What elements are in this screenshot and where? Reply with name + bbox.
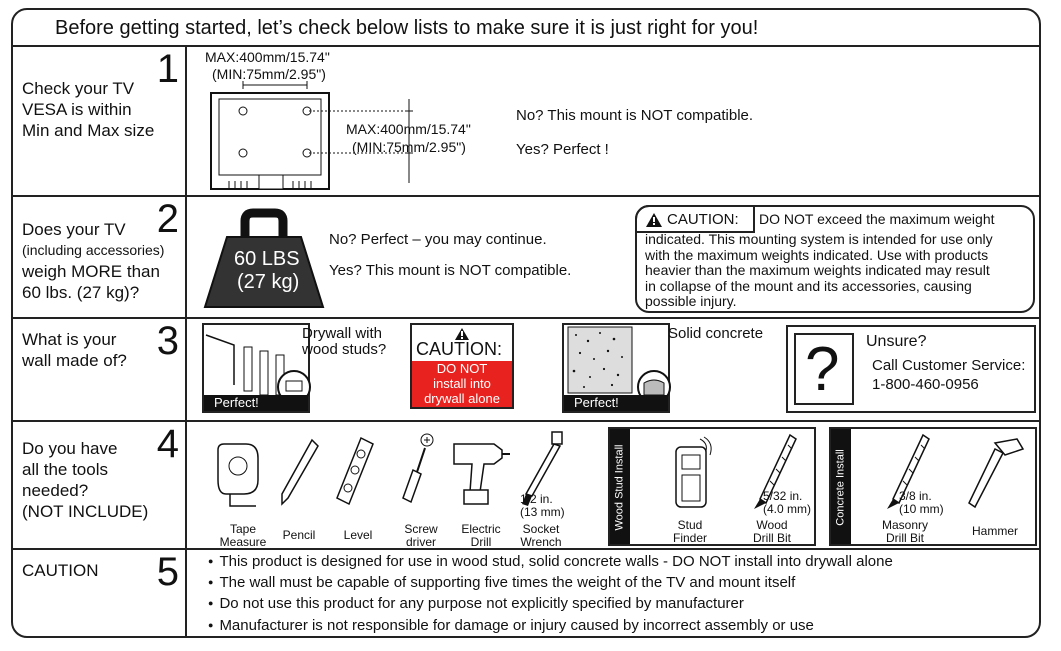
weight-lbs: 60 LBS <box>234 248 300 270</box>
vesa-min-side: (MIN:75mm/2.95") <box>352 139 466 155</box>
row2-question: Does your TV (including accessories) wei… <box>22 220 165 302</box>
row4-question: Do you have all the tools needed? (NOT I… <box>22 439 149 521</box>
vesa-max-side: MAX:400mm/15.74" <box>346 121 471 137</box>
drywall-warning-red: DO NOT install into drywall alone <box>412 361 512 407</box>
caution-label: CAUTION: <box>667 211 739 228</box>
call-label: Call Customer Service: <box>872 357 1026 374</box>
pencil-icon <box>281 438 319 506</box>
drywall-label-1: Drywall with <box>302 325 383 342</box>
row-wall: What is your wall made of? 3 Perfect! Dr… <box>13 319 1039 422</box>
socket-size: 1/2 in. (13 mm) <box>520 492 565 519</box>
level-icon <box>336 436 374 506</box>
unsure-label: Unsure? <box>866 333 927 350</box>
wood-panel-title: Wood Stud Install <box>613 444 626 531</box>
tool-label-level: Level <box>343 528 373 542</box>
tape-measure-icon <box>217 443 259 507</box>
drywall-caution-title: CAUTION: <box>416 339 503 359</box>
electric-drill-icon <box>453 443 510 505</box>
caution-first-line: DO NOT exceed the maximum weight <box>759 211 995 227</box>
step-number-1: 1 <box>156 47 179 91</box>
vesa-max-top: MAX:400mm/15.74" <box>205 49 330 65</box>
row5-title-cell: CAUTION 5 <box>13 550 187 636</box>
weight-yes-text: Yes? This mount is NOT compatible. <box>329 262 572 279</box>
row-vesa: Check your TV VESA is within Min and Max… <box>13 47 1039 197</box>
checklist-frame: Before getting started, let’s check belo… <box>11 8 1041 638</box>
masonry-bit-size: 3/8 in.(10 mm) <box>899 489 944 516</box>
vesa-min-top: (MIN:75mm/2.95") <box>212 66 326 82</box>
customer-service-phone: 1-800-460-0956 <box>872 376 979 393</box>
hammer-icon <box>968 438 1025 509</box>
concrete-perfect-strip <box>564 395 668 411</box>
stud-finder-icon <box>675 436 712 508</box>
question-mark-box: ? <box>794 333 854 405</box>
row-tools: Do you have all the tools needed? (NOT I… <box>13 422 1039 550</box>
drywall-studs-drawing <box>205 334 311 404</box>
drywall-label-2: wood studs? <box>302 341 387 358</box>
caution-bullet: The wall must be capable of supporting f… <box>208 573 795 594</box>
warning-triangle-icon <box>646 213 662 227</box>
weight-no-text: No? Perfect – you may continue. <box>329 231 547 248</box>
row1-question-cell: Check your TV VESA is within Min and Max… <box>13 47 187 195</box>
drywall-illustration: Perfect! <box>202 323 311 413</box>
row3-question-cell: What is your wall made of? 3 <box>13 319 187 420</box>
socket-wrench-icon <box>522 431 563 506</box>
weight-kg: (27 kg) <box>237 271 300 293</box>
row5-title: CAUTION <box>22 561 99 580</box>
drywall-perfect-strip <box>204 395 308 411</box>
wood-drill-bit-icon <box>754 433 797 509</box>
row-caution: CAUTION 5 This product is designed for u… <box>13 550 1039 636</box>
drywall-caution-box: CAUTION: DO NOT install into drywall alo… <box>410 323 514 409</box>
row1-question: Check your TV VESA is within Min and Max… <box>22 79 155 140</box>
vesa-yes-text: Yes? Perfect ! <box>516 141 609 158</box>
caution-bullet: This product is designed for use in wood… <box>208 552 892 573</box>
step-number-4: 4 <box>156 422 179 466</box>
caution-bullet: Manufacturer is not responsible for dama… <box>208 616 813 636</box>
step-number-5: 5 <box>156 550 179 594</box>
concrete-label: Solid concrete <box>668 325 764 342</box>
concrete-panel-title: Concrete Install <box>834 449 847 526</box>
question-mark-icon: ? <box>805 335 840 404</box>
row3-question: What is your wall made of? <box>22 330 127 370</box>
tv-back-illustration <box>210 81 413 190</box>
row2-question-cell: Does your TV (including accessories) wei… <box>13 197 187 317</box>
tool-label-hammer: Hammer <box>971 524 1018 538</box>
caution-body: indicated. This mounting system is inten… <box>645 231 993 309</box>
step-number-3: 3 <box>156 319 179 363</box>
drywall-perfect: Perfect! <box>214 395 259 410</box>
masonry-drill-bit-icon <box>887 433 930 509</box>
weight-icon <box>203 208 325 308</box>
step-number-2: 2 <box>156 197 179 241</box>
row-weight: Does your TV (including accessories) wei… <box>13 197 1039 319</box>
checklist-header: Before getting started, let’s check belo… <box>13 10 1039 47</box>
caution-label-box: CAUTION: <box>635 205 755 233</box>
screwdriver-icon <box>402 433 434 504</box>
warning-triangle-icon <box>455 328 469 340</box>
header-title: Before getting started, let’s check belo… <box>55 17 759 39</box>
concrete-wall-drawing <box>567 326 671 404</box>
wood-panel-sidebar <box>610 429 630 544</box>
wood-bit-size: 5/32 in.(4.0 mm) <box>763 489 811 516</box>
concrete-panel-sidebar <box>831 429 851 544</box>
caution-bullet: Do not use this product for any purpose … <box>208 594 743 615</box>
unsure-box: ? Unsure? Call Customer Service: 1-800-4… <box>786 325 1036 413</box>
concrete-perfect: Perfect! <box>574 395 619 410</box>
tool-label-pencil: Pencil <box>282 528 316 542</box>
vesa-no-text: No? This mount is NOT compatible. <box>516 107 754 124</box>
row4-question-cell: Do you have all the tools needed? (NOT I… <box>13 422 187 548</box>
concrete-illustration: Perfect! <box>562 323 671 413</box>
weight-caution-box: CAUTION: DO NOT exceed the maximum weigh… <box>635 205 1035 313</box>
